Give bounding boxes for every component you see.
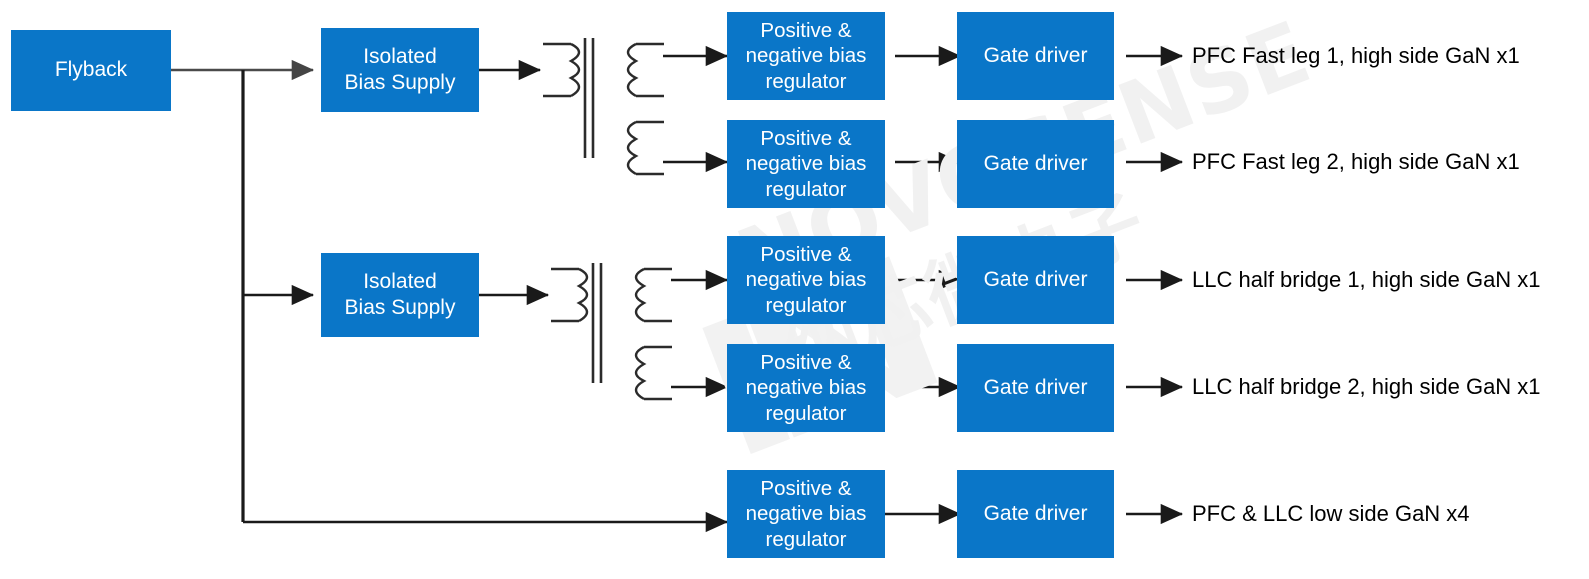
transformer-2-symbol	[551, 263, 672, 401]
transformer-2-primary-coil	[576, 267, 589, 323]
node-gate-driver-3-label: Gate driver	[983, 267, 1088, 291]
transformer-1-sec2-coil	[626, 120, 639, 176]
transformer-1-symbol	[543, 38, 664, 176]
node-gate-driver-2[interactable]: Gate driver	[957, 120, 1114, 208]
reg2-line3: regulator	[765, 177, 847, 201]
node-gate-driver-4[interactable]: Gate driver	[957, 344, 1114, 432]
output-label-5: PFC & LLC low side GaN x4	[1192, 501, 1470, 526]
node-isolated-bias-supply-1[interactable]: Isolated Bias Supply	[321, 28, 479, 112]
reg2-line2: negative bias	[745, 152, 867, 176]
node-gate-driver-1-label: Gate driver	[983, 43, 1088, 67]
node-regulator-1[interactable]: Positive & negative bias regulator	[727, 12, 885, 100]
node-regulator-1-label: Positive & negative bias regulator	[746, 18, 867, 94]
node-regulator-4-label: Positive & negative bias regulator	[746, 350, 867, 426]
bias2-line2: Bias Supply	[344, 296, 456, 319]
bias1-line2: Bias Supply	[344, 71, 456, 94]
node-gate-driver-5-label: Gate driver	[983, 501, 1088, 525]
reg2-line1: Positive &	[760, 126, 852, 150]
transformer-2-sec2-coil	[634, 345, 647, 401]
node-regulator-2[interactable]: Positive & negative bias regulator	[727, 120, 885, 208]
reg3-line1: Positive &	[760, 242, 852, 266]
node-gate-driver-5[interactable]: Gate driver	[957, 470, 1114, 558]
node-gate-driver-3[interactable]: Gate driver	[957, 236, 1114, 324]
reg4-line1: Positive &	[760, 350, 852, 374]
node-isolated-bias-supply-1-label: Isolated Bias Supply	[345, 44, 456, 96]
transformer-1-primary-coil	[568, 42, 581, 98]
node-regulator-4[interactable]: Positive & negative bias regulator	[727, 344, 885, 432]
bias1-line1: Isolated	[363, 44, 437, 68]
node-regulator-5-label: Positive & negative bias regulator	[746, 476, 867, 552]
node-flyback[interactable]: Flyback	[11, 30, 171, 111]
output-label-2: PFC Fast leg 2, high side GaN x1	[1192, 149, 1520, 174]
reg5-line2: negative bias	[745, 502, 867, 526]
node-gate-driver-1[interactable]: Gate driver	[957, 12, 1114, 100]
node-regulator-3-label: Positive & negative bias regulator	[746, 242, 867, 318]
reg3-line2: negative bias	[745, 268, 867, 292]
node-regulator-2-label: Positive & negative bias regulator	[746, 126, 867, 202]
node-regulator-5[interactable]: Positive & negative bias regulator	[727, 470, 885, 558]
reg3-line3: regulator	[765, 293, 847, 317]
transformer-2-sec1-coil	[634, 267, 647, 323]
bias2-line1: Isolated	[363, 269, 437, 293]
reg1-line3: regulator	[765, 69, 847, 93]
output-label-4: LLC half bridge 2, high side GaN x1	[1192, 374, 1541, 399]
output-label-3: LLC half bridge 1, high side GaN x1	[1192, 267, 1541, 292]
reg1-line2: negative bias	[745, 44, 867, 68]
reg4-line3: regulator	[765, 401, 847, 425]
node-flyback-label: Flyback	[54, 58, 128, 82]
output-label-1: PFC Fast leg 1, high side GaN x1	[1192, 43, 1520, 68]
node-isolated-bias-supply-2-label: Isolated Bias Supply	[345, 269, 456, 321]
transformer-1-sec1-coil	[626, 42, 639, 98]
reg1-line1: Positive &	[760, 18, 852, 42]
node-gate-driver-2-label: Gate driver	[983, 151, 1088, 175]
reg4-line2: negative bias	[745, 376, 867, 400]
node-isolated-bias-supply-2[interactable]: Isolated Bias Supply	[321, 253, 479, 337]
node-regulator-3[interactable]: Positive & negative bias regulator	[727, 236, 885, 324]
node-gate-driver-4-label: Gate driver	[983, 375, 1088, 399]
reg5-line1: Positive &	[760, 476, 852, 500]
reg5-line3: regulator	[765, 527, 847, 551]
